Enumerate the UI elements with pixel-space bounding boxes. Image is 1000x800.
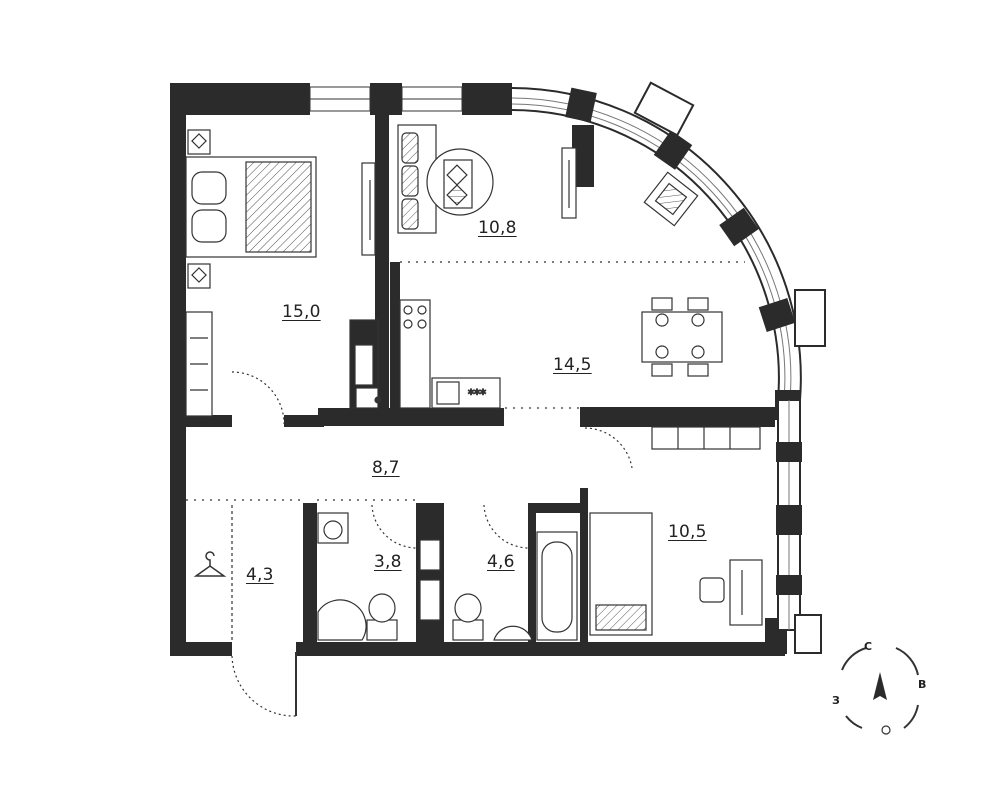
kitchen-counter: ***: [399, 299, 501, 409]
bathtub: [536, 531, 578, 641]
wall-bedroom2-top: [580, 407, 775, 427]
wall-top-mid: [462, 83, 512, 115]
wall-bedroom-bottom-l: [170, 415, 232, 427]
shaft: [419, 539, 441, 621]
area-kitchen: 14,5: [553, 355, 592, 375]
wall-left-thick: [170, 115, 182, 425]
svg-text:***: ***: [468, 387, 486, 401]
wall-bedroom-bottom-r: [284, 415, 324, 427]
walls: [170, 83, 787, 656]
fridge: [349, 319, 382, 409]
windows-top: [309, 86, 463, 112]
compass: [841, 647, 919, 735]
wall-bottom-left: [170, 642, 232, 656]
wall-bath-right-v: [528, 503, 536, 648]
toilets: [366, 593, 484, 641]
nightstands: [187, 129, 211, 289]
compass-east: В: [918, 678, 927, 691]
wall-bedroom2-left: [580, 488, 588, 648]
washing-machine: [317, 512, 349, 544]
wall-kitchen-left: [390, 262, 400, 412]
compass-west: З: [832, 694, 840, 707]
wall-bath-left: [303, 503, 317, 648]
area-hall: 8,7: [372, 458, 400, 478]
dining-table: [641, 297, 723, 377]
zone-dividers: [186, 261, 745, 501]
area-bedroom-left: 15,0: [282, 302, 321, 322]
sinks: [317, 599, 533, 641]
closet-hanger: [193, 551, 227, 577]
wall-bath-right: [528, 503, 580, 513]
armchair: [643, 171, 699, 227]
curved-facade: [511, 81, 826, 654]
bed-right: [589, 512, 653, 636]
area-bath-small: 3,8: [374, 552, 402, 572]
area-living: 10,8: [478, 218, 517, 238]
area-bedroom-right: 10,5: [668, 522, 707, 542]
tv-living: [561, 147, 577, 219]
wall-bath-mid: [416, 503, 444, 648]
wardrobe-right: [651, 426, 761, 450]
bed-left: [185, 156, 317, 258]
wall-top-left: [170, 83, 310, 115]
sofa: [397, 124, 437, 234]
compass-north: С: [864, 640, 873, 653]
wall-right-bottom: [625, 642, 785, 656]
area-closet: 4,3: [246, 565, 274, 585]
doors: [231, 371, 633, 717]
area-bath-large: 4,6: [487, 552, 515, 572]
coffee-table: [426, 148, 494, 216]
wardrobe-left: [185, 311, 213, 417]
desk: [699, 559, 763, 626]
wall-top-pillar: [370, 83, 402, 115]
wall-pillar-mid: [572, 125, 594, 187]
wall-kitchen-bottom: [318, 408, 504, 426]
tv-left: [361, 162, 376, 256]
